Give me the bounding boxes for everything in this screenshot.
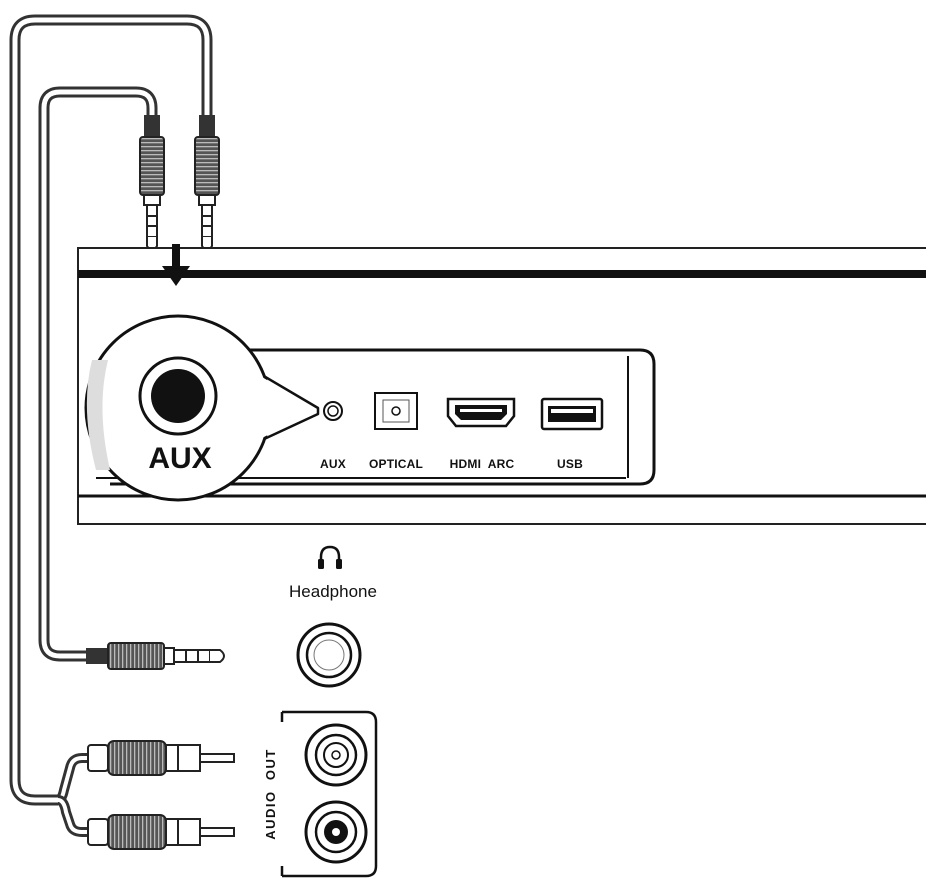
hdmi-arc-port	[446, 397, 516, 428]
aux-zoom-callout	[84, 314, 320, 502]
usb-port-label: USB	[557, 457, 583, 471]
cable-outer	[9, 14, 213, 806]
cable-inner	[38, 86, 158, 662]
headphone-icon	[318, 545, 342, 569]
aux-port-label: AUX	[320, 457, 346, 471]
jack-plug-headphone	[86, 642, 225, 670]
optical-port	[374, 392, 418, 430]
hdmi-arc-port-label: HDMI ARC	[450, 457, 515, 471]
rca-plug-top	[87, 740, 235, 776]
rca-jack-top	[304, 723, 368, 787]
jack-plug-top-left	[139, 115, 165, 251]
rca-plug-bottom	[87, 814, 235, 850]
insert-arrow-icon	[162, 244, 190, 286]
aux-port	[323, 401, 343, 421]
audio-out-label: AUDIO OUT	[263, 748, 278, 840]
headphone-jack	[296, 622, 362, 688]
cable-rca-split	[56, 753, 92, 837]
zoom-aux-label: AUX	[148, 442, 211, 475]
usb-port	[540, 397, 604, 431]
optical-port-label: OPTICAL	[369, 457, 423, 471]
rca-jack-bottom	[304, 800, 368, 864]
headphone-label: Headphone	[289, 582, 377, 601]
jack-plug-top-right	[194, 115, 220, 251]
